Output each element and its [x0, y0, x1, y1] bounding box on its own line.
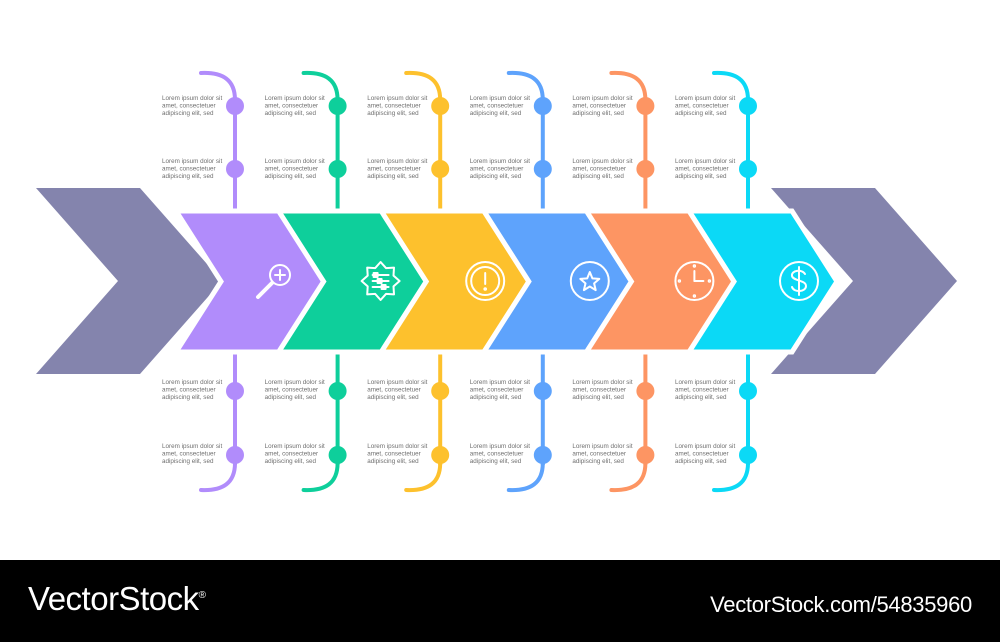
connector-dot	[431, 97, 450, 115]
connector-dot	[636, 160, 655, 178]
connector-bottom-hook	[712, 461, 750, 493]
connector-top-hook	[404, 70, 443, 102]
connector-dot	[431, 382, 450, 400]
dollar-circle-icon	[779, 261, 819, 301]
connector-bottom-hook	[301, 461, 340, 493]
connector-dot	[533, 446, 552, 464]
step-6-arrow	[684, 208, 840, 355]
connector-dot	[328, 382, 347, 400]
connector-top-hook	[609, 70, 648, 102]
connector-top-hook	[712, 70, 750, 102]
connector-dot	[739, 446, 757, 464]
gear-sliders-icon	[360, 261, 401, 301]
connector-bottom-hook	[404, 461, 443, 493]
star-circle-icon	[569, 261, 610, 301]
connector-bottom-hook	[609, 461, 648, 493]
connector-top-hook	[506, 70, 545, 102]
connector-dot	[636, 446, 655, 464]
connector-dot	[533, 382, 552, 400]
connector-bottom-hook	[199, 461, 237, 493]
connector-dot	[328, 160, 347, 178]
start-chevron	[36, 188, 222, 374]
watermark-footer: VectorStock® VectorStock.com/54835960	[0, 560, 1000, 642]
connector-dot	[739, 160, 757, 178]
connector-dot	[226, 97, 244, 115]
connector-dot	[226, 160, 244, 178]
connector-dot	[739, 382, 757, 400]
connector-dot	[636, 97, 655, 115]
connector-dot	[226, 446, 244, 464]
step-6-connector	[712, 70, 757, 493]
connector-dot	[636, 382, 655, 400]
connector-dot	[739, 97, 757, 115]
connector-bottom-hook	[506, 461, 545, 493]
brand-logo: VectorStock®	[28, 580, 206, 617]
connector-top-hook	[199, 70, 237, 102]
connector-top-hook	[301, 70, 340, 102]
connector-dot	[226, 382, 244, 400]
step-3-connector	[404, 70, 450, 493]
clock-icon	[674, 261, 715, 301]
connector-dot	[328, 446, 347, 464]
image-id-text: VectorStock.com/54835960	[710, 592, 972, 617]
magnifier-plus-icon	[256, 264, 291, 299]
connector-dot	[328, 97, 347, 115]
exclamation-circle-icon	[465, 261, 506, 301]
end-chevron	[771, 188, 957, 374]
connector-dot	[533, 97, 552, 115]
connector-dot	[533, 160, 552, 178]
connector-dot	[431, 446, 450, 464]
connector-dot	[431, 160, 450, 178]
